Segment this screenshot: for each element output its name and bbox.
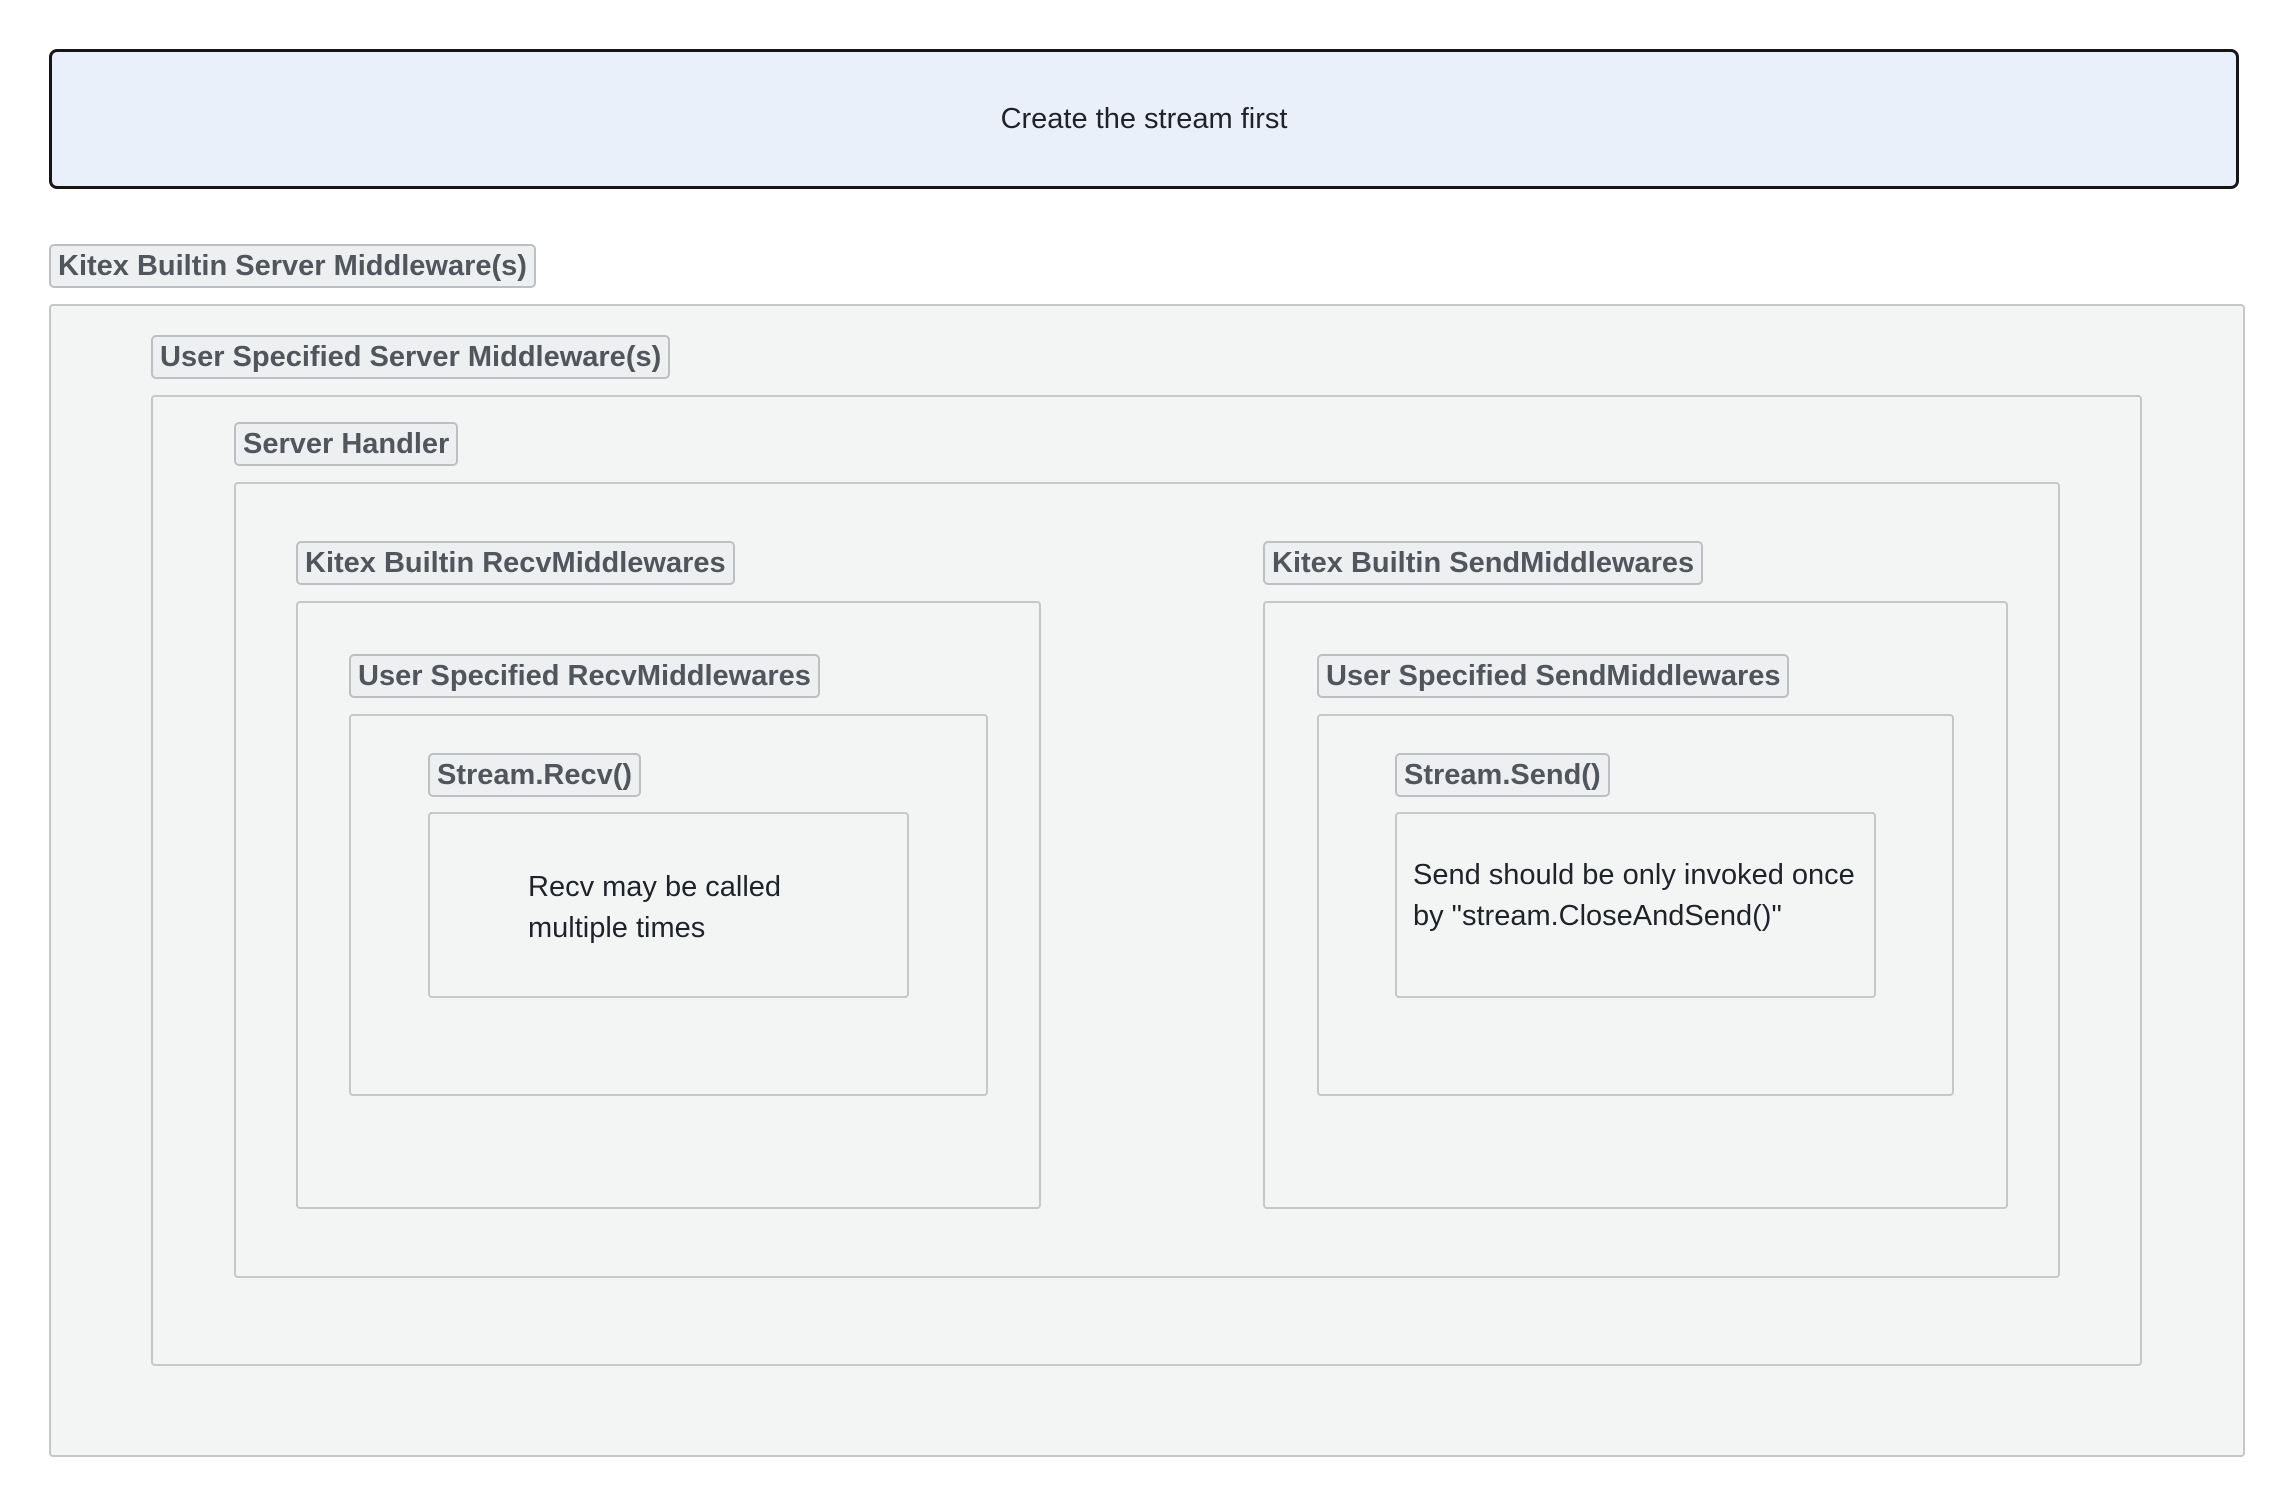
stream-send-box (1395, 812, 1876, 998)
kitex-builtin-server-middleware-label: Kitex Builtin Server Middleware(s) (49, 244, 536, 288)
kitex-builtin-recv-middlewares-label: Kitex Builtin RecvMiddlewares (296, 541, 735, 585)
stream-recv-box (428, 812, 909, 998)
create-stream-text: Create the stream first (1000, 102, 1288, 135)
user-specified-send-middlewares-label: User Specified SendMiddlewares (1317, 654, 1790, 698)
stream-recv-note: Recv may be called multiple times (528, 871, 782, 944)
user-specified-recv-middlewares-label: User Specified RecvMiddlewares (349, 654, 820, 698)
stream-recv-label: Stream.Recv() (428, 753, 642, 797)
user-specified-server-middleware-label: User Specified Server Middleware(s) (151, 335, 671, 379)
create-stream-box: Create the stream first (49, 49, 2239, 189)
stream-send-note: Send should be only invoked once by "str… (1413, 859, 1855, 932)
kitex-builtin-send-middlewares-label: Kitex Builtin SendMiddlewares (1263, 541, 1704, 585)
stream-send-label: Stream.Send() (1395, 753, 1610, 797)
server-handler-label: Server Handler (234, 422, 459, 466)
